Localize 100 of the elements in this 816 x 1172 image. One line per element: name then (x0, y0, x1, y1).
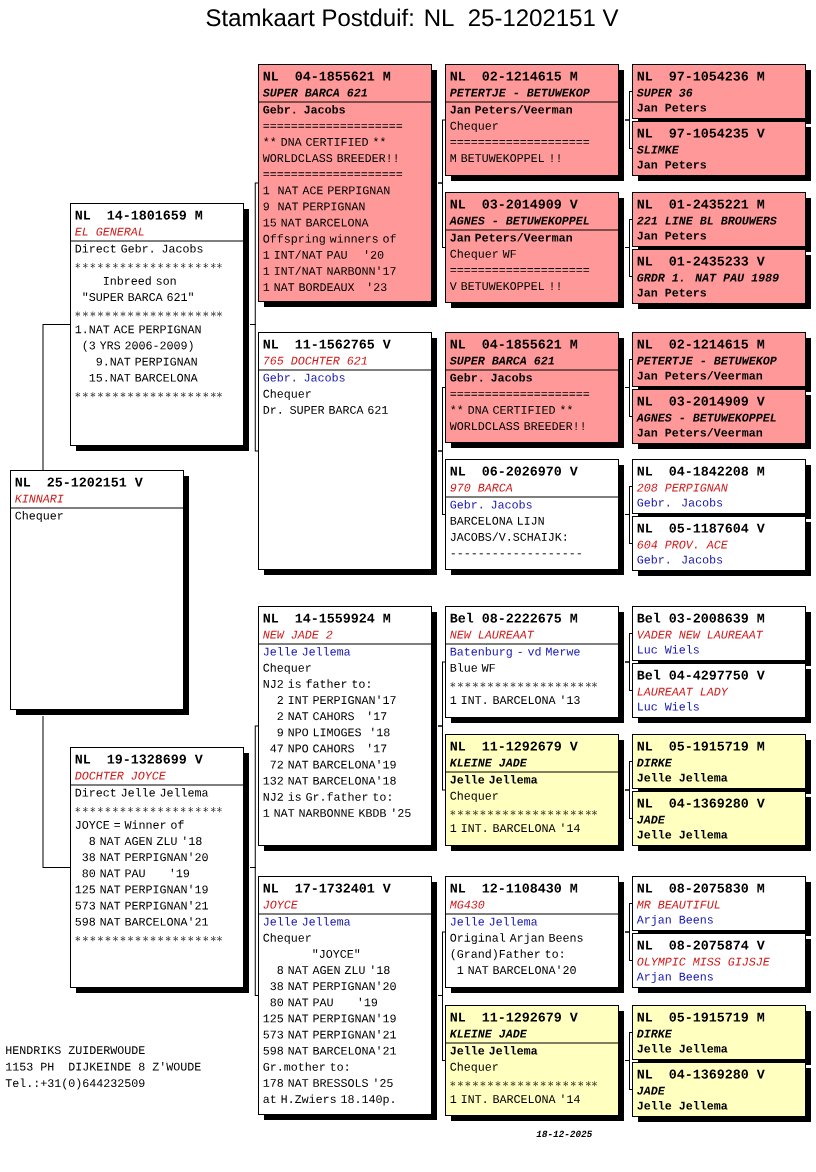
ring-number: NL 03-2014909 V (637, 396, 765, 406)
separator-line: $********************$ (75, 263, 222, 269)
ring-number: NL 04-1369280 V (637, 798, 765, 808)
pigeon-name: AGNES - BETUWEKOPPEL (636, 413, 776, 422)
note-text: Blue WF (450, 663, 495, 672)
ring-number: NL 14-1801659 M (75, 210, 203, 220)
address-line: HENDRIKS ZUIDERWOUDE (6, 1046, 145, 1055)
pedigree-card (632, 933, 811, 993)
note-text: 47 NPO CAHORS '17 (270, 743, 387, 753)
pigeon-name: GRDR 1. NAT PAU 1989 (637, 273, 779, 282)
pedigree-card (69, 203, 249, 451)
owner-name: Jelle Jellema (637, 1044, 728, 1053)
pigeon-name: DIRKE (636, 758, 672, 767)
note-text: 1.NAT ACE PERPIGNAN (75, 325, 201, 334)
note-text: Chequer (450, 1062, 498, 1074)
connector-line (624, 387, 633, 417)
note-text: 2 INT PERPIGNAN'17 (277, 695, 396, 704)
address-line: 1153 PH DIJKEINDE 8 Z'WOUDE (6, 1062, 201, 1071)
connector-line (624, 789, 633, 819)
owner-name: Jelle Jellema (637, 830, 728, 839)
ring-number: NL 08-2075874 V (637, 940, 765, 950)
note-text: Chequer (263, 663, 311, 675)
pedigree-card (632, 606, 811, 666)
pedigree-card (444, 876, 624, 993)
pigeon-name: JADE (637, 815, 665, 824)
owner-name: Jan Peters (637, 103, 707, 112)
connector-line (249, 324, 259, 452)
separator-line: ==================== (450, 391, 590, 396)
owner-name: Batenburg - vd Merwe (450, 647, 580, 658)
connector-line (624, 1060, 633, 1090)
connector-line (437, 182, 446, 248)
ring-number: NL 17-1732401 V (263, 883, 391, 893)
ring-number: NL 14-1559924 M (263, 613, 391, 623)
pigeon-name: DOCHTER JOYCE (75, 771, 166, 780)
owner-name: Arjan Beens (636, 972, 713, 983)
pigeon-name: VADER NEW LAUREAAT (637, 630, 764, 639)
note-text: Chequer (263, 933, 311, 945)
note-text: 8 NAT AGEN ZLU '18 (277, 965, 390, 974)
note-text: NJ2 is father to: (263, 679, 370, 688)
pigeon-name: PETERTJE - BETUWEKOP (636, 356, 777, 365)
pigeon-name: LAUREAAT LADY (637, 687, 729, 696)
owner-name: Jelle Jellema (263, 647, 351, 656)
ring-number: NL 97-1054236 M (637, 71, 765, 81)
connector-line (42, 324, 71, 471)
pigeon-name: JOYCE (263, 900, 298, 909)
connector-line (42, 715, 71, 868)
note-text: 15.NAT BARCELONA (89, 373, 198, 382)
note-text: Chequer (450, 791, 498, 803)
pigeon-name: 604 PROV. ACE (637, 540, 728, 549)
pedigree-card (632, 876, 811, 936)
owner-name: Jelle Jellema (450, 1046, 538, 1055)
ring-number: NL 01-2435221 M (637, 199, 765, 209)
pedigree-card (632, 459, 811, 519)
pedigree-card (632, 64, 811, 124)
pigeon-name: SUPER BARCA 621 (449, 356, 554, 365)
note-text: at H.Zwiers 18.140p. (263, 1094, 394, 1106)
pedigree-card (257, 64, 437, 307)
pedigree-card (632, 1062, 811, 1122)
note-text: WORLDCLASS BREEDER!! (262, 154, 397, 162)
owner-name: Jelle Jellema (450, 917, 538, 926)
note-text: 1 INT. BARCELONA '14 (450, 1094, 580, 1103)
ring-number: NL 04-1369280 V (637, 1069, 765, 1079)
note-text: 1 NAT NARBONNE KBDB '25 (263, 808, 411, 817)
separator-line: ------------------- (451, 553, 581, 555)
note-text: Gr.mother to: (263, 1062, 348, 1071)
ring-number: Bel 08-2222675 M (450, 612, 578, 623)
note-text: 38 NAT PERPIGNAN'20 (270, 981, 396, 991)
pigeon-name: NEW LAUREAAT (450, 630, 535, 639)
pedigree-card (257, 606, 437, 851)
note-text: 1 NAT BARCELONA'20 (457, 965, 576, 974)
ring-number: NL 25-1202151 V (15, 477, 143, 487)
ring-number: Bel 04-4297750 V (637, 669, 765, 680)
pedigree-card (632, 1005, 811, 1065)
ring-number: NL 11-1292679 V (450, 1012, 578, 1022)
pedigree-card (444, 64, 624, 181)
pigeon-name: 765 DOCHTER 621 (264, 356, 367, 365)
page-title: Stamkaart Postduif: NL 25-1202151 V (206, 8, 619, 27)
note-text: 1 INT. BARCELONA '14 (450, 823, 580, 832)
note-text: 9 NPO LIMOGES '18 (277, 727, 390, 737)
ring-number: Bel 03-2008639 M (637, 612, 765, 623)
separator-line: $********************$ (75, 807, 222, 813)
note-text: ** DNA CERTIFIED ** (451, 405, 572, 414)
owner-name: Gebr. Jacobs (263, 105, 345, 114)
note-text: 178 NAT BRESSOLS '25 (263, 1078, 393, 1087)
note-text: 72 NAT BARCELONA'19 (270, 760, 396, 769)
connector-line (624, 931, 633, 961)
ring-number: NL 05-1187604 V (637, 523, 765, 533)
separator-line: ==================== (263, 123, 403, 128)
separator-line: $********************$ (450, 1081, 597, 1087)
pedigree-card (444, 734, 624, 851)
owner-name: Jelle Jellema (263, 917, 351, 926)
ring-number: NL 05-1915719 M (637, 1012, 765, 1022)
owner-name: Arjan Beens (636, 915, 713, 926)
owner-name: Jelle Jellema (450, 775, 538, 784)
ring-number: NL 11-1292679 V (450, 741, 578, 751)
note-text: 132 NAT BARCELONA'18 (263, 776, 396, 785)
note-text: Inbreed son (103, 276, 176, 285)
connector-line (624, 661, 633, 691)
pedigree-card (9, 470, 189, 715)
note-text: 573 NAT PERPIGNAN'21 (263, 1030, 396, 1039)
